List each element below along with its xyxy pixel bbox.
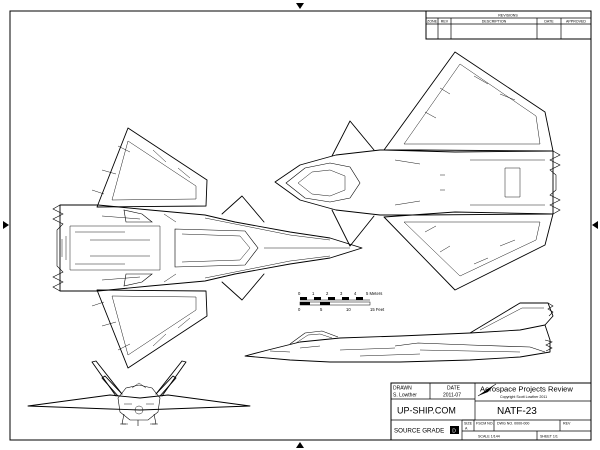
scale-meters-3: 3 <box>340 291 343 296</box>
rev-col-rev: REV <box>441 20 449 24</box>
rev-label: REV <box>563 422 571 426</box>
front-view <box>27 360 251 426</box>
aircraft-logo-icon <box>477 383 497 397</box>
date-label: DATE <box>447 386 461 392</box>
scale-label: SCALE 1/144 <box>478 435 500 439</box>
side-view <box>244 302 554 363</box>
scale-bar: 0 1 2 3 4 5 Meters 0 5 10 15 Feet <box>298 291 385 312</box>
sheet-label: SHEET 1/1 <box>540 435 558 439</box>
scale-meters-5: 5 Meters <box>366 291 382 296</box>
scale-meters-0: 0 <box>298 291 301 296</box>
copyright: Copyright Scott Lowther 2011 <box>500 395 547 399</box>
fscm-label: FSCM NO. <box>476 422 494 426</box>
scale-feet-0: 0 <box>298 307 301 312</box>
size-label: SIZE <box>464 422 473 426</box>
top-view <box>52 127 363 369</box>
border-frame <box>9 10 592 441</box>
title-block: DRAWN S. Lowther DATE 2011-07 Aerospace … <box>390 382 592 441</box>
rev-col-date: DATE <box>544 20 554 24</box>
dwg-label: DWG NO. 0000-000 <box>497 422 529 426</box>
org-title: Aerospace Projects Review <box>480 385 573 394</box>
revisions-table: REVISIONS ZONE REV DESCRIPTION DATE APPR… <box>425 10 592 40</box>
revisions-header: REVISIONS <box>498 14 518 18</box>
drawn-by: S. Lowther <box>393 393 417 399</box>
source-grade-value: D <box>452 428 456 434</box>
plan-view-right <box>274 51 561 291</box>
scale-meters-4: 4 <box>354 291 357 296</box>
scale-feet-3: 15 Feet <box>370 307 385 312</box>
scale-feet-2: 10 <box>346 307 351 312</box>
center-markers <box>3 3 598 448</box>
rev-col-approved: APPROVED <box>566 20 586 24</box>
scale-meters-1: 1 <box>312 291 315 296</box>
website: UP-SHIP.COM <box>397 406 456 416</box>
rev-col-description: DESCRIPTION <box>482 20 507 24</box>
scale-meters-2: 2 <box>326 291 329 296</box>
size-value: A <box>465 427 468 431</box>
drawn-label: DRAWN <box>393 386 412 392</box>
date-value: 2011-07 <box>443 393 461 399</box>
drawing-title: NATF-23 <box>497 406 537 417</box>
rev-col-zone: ZONE <box>427 20 438 24</box>
scale-feet-1: 5 <box>320 307 323 312</box>
source-grade-box <box>450 426 459 434</box>
source-grade-label: SOURCE GRADE <box>394 428 444 435</box>
